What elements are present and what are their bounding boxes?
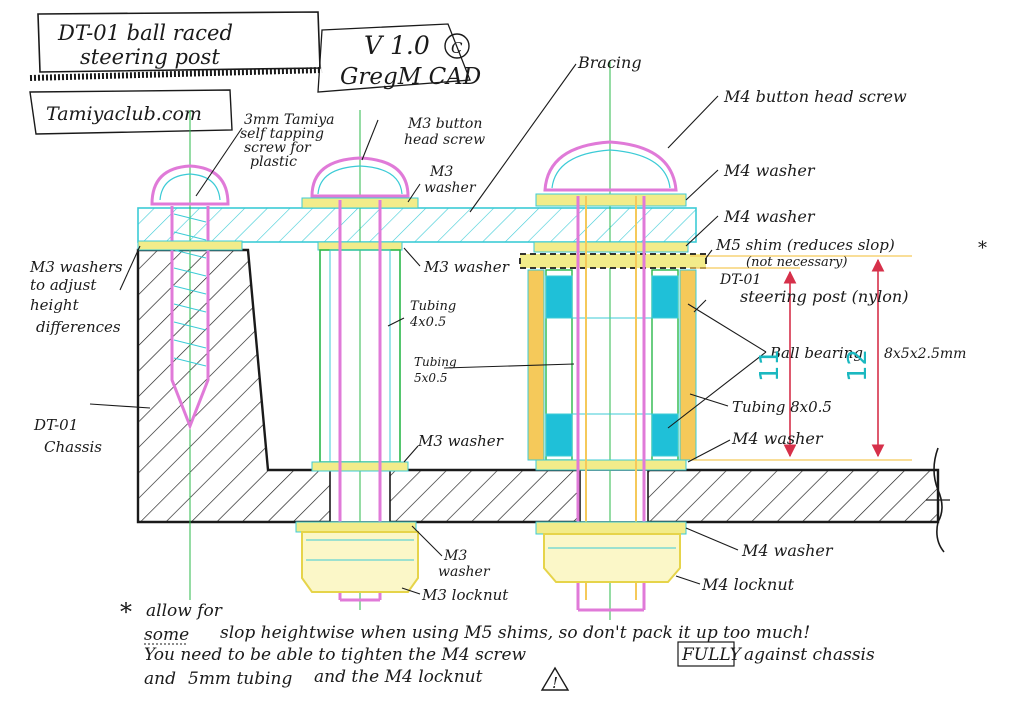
label-m3-washers-adjust-2: to adjust <box>30 276 97 294</box>
label-m3-washer-top-1: M3 <box>429 164 453 180</box>
label-m4-washer-top: M4 washer <box>723 161 816 180</box>
m3-screw-assembly <box>295 110 419 610</box>
label-dt01-post-2: steering post (nylon) <box>740 287 908 306</box>
label-ball-bearing: Ball bearing <box>769 344 863 362</box>
note-exclaim: ! <box>552 674 558 692</box>
label-bearing-size: 8x5x2.5mm <box>884 346 966 362</box>
note-line4c: and the M4 locknut <box>314 667 483 687</box>
version-label: V 1.0 <box>364 31 430 60</box>
note-fully-box <box>677 641 735 667</box>
dim-11: 11 <box>755 349 785 382</box>
label-screw-3mm-1: 3mm Tamiya <box>244 112 335 128</box>
label-dt01-chassis-1: DT-01 <box>33 416 78 434</box>
website-label: Tamiyaclub.com <box>46 103 202 125</box>
label-dt01-chassis-2: Chassis <box>44 438 102 456</box>
m4-bearing-assembly <box>519 60 707 620</box>
note-fully: FULLY <box>681 645 743 665</box>
label-m4-washer-lower: M4 washer <box>731 429 824 448</box>
label-m4-locknut: M4 locknut <box>701 575 795 594</box>
leader-lines <box>89 63 767 595</box>
self-tapping-screw <box>137 110 243 600</box>
label-m3-washer-mid: M3 washer <box>417 432 504 450</box>
note-some: some <box>144 625 189 645</box>
label-tubing-8x05: Tubing 8x0.5 <box>732 398 832 416</box>
label-m3-button-2: head screw <box>404 132 485 148</box>
note-line2: slop heightwise when using M5 shims, so … <box>220 623 810 643</box>
dim-12: 12 <box>843 349 873 382</box>
label-screw-3mm-2: self tapping <box>240 126 324 142</box>
label-m3-washers-adjust-1: M3 washers <box>29 258 123 276</box>
label-screw-3mm-3: screw for <box>244 140 312 156</box>
copyright-symbol: C <box>451 39 463 57</box>
title-line2: steering post <box>80 45 220 69</box>
label-bracing: Bracing <box>577 53 642 72</box>
label-m3-washer-bottom-1: M3 <box>443 548 467 564</box>
label-m3-locknut: M3 locknut <box>421 586 509 604</box>
label-m4-washer-bottom: M4 washer <box>741 541 834 560</box>
labels: Bracing M4 button head screw M4 washer M… <box>29 53 987 604</box>
label-m3-washer-side: M3 washer <box>423 258 510 276</box>
label-tubing-5x05-2: 5x0.5 <box>414 371 448 385</box>
dimension-lines <box>690 255 912 461</box>
label-m5-shim-asterisk: * <box>978 238 987 259</box>
label-tubing-4x05-2: 4x0.5 <box>409 315 446 330</box>
label-m3-washers-adjust-3: height <box>30 296 80 314</box>
label-m3-washer-top-2: washer <box>424 180 477 196</box>
title-block: DT-01 ball raced steering post Tamiyaclu… <box>29 11 481 135</box>
label-screw-3mm-4: plastic <box>250 154 297 170</box>
note-asterisk: * <box>120 598 132 626</box>
label-m4-button-head-screw: M4 button head screw <box>723 87 907 106</box>
title-line1: DT-01 ball raced <box>57 21 233 45</box>
label-m3-button-1: M3 button <box>407 116 482 132</box>
label-m5-shim-note: (not necessary) <box>746 255 847 270</box>
label-m5-shim: M5 shim (reduces slop) <box>715 236 895 254</box>
label-m4-washer-2: M4 washer <box>723 207 816 226</box>
warning-triangle <box>540 666 570 691</box>
label-m3-washer-bottom-2: washer <box>438 564 491 580</box>
note-line3c: against chassis <box>744 645 875 665</box>
author-label: GregM CAD <box>340 64 481 90</box>
copyright-circle <box>444 33 470 59</box>
note-5mm-tubing: 5mm tubing <box>188 669 293 689</box>
bracing-plate <box>137 207 697 243</box>
note-line1: allow for <box>146 601 223 621</box>
label-dt01-post-1: DT-01 <box>719 272 761 288</box>
label-tubing-5x05-1: Tubing <box>414 355 457 369</box>
note-line3a: You need to be able to tighten the M4 sc… <box>144 645 527 665</box>
footnote: * allow for some slop heightwise when us… <box>120 598 875 692</box>
note-and: and <box>144 669 176 689</box>
label-m3-washers-adjust-4: differences <box>36 318 121 336</box>
label-tubing-4x05-1: Tubing <box>410 299 456 314</box>
